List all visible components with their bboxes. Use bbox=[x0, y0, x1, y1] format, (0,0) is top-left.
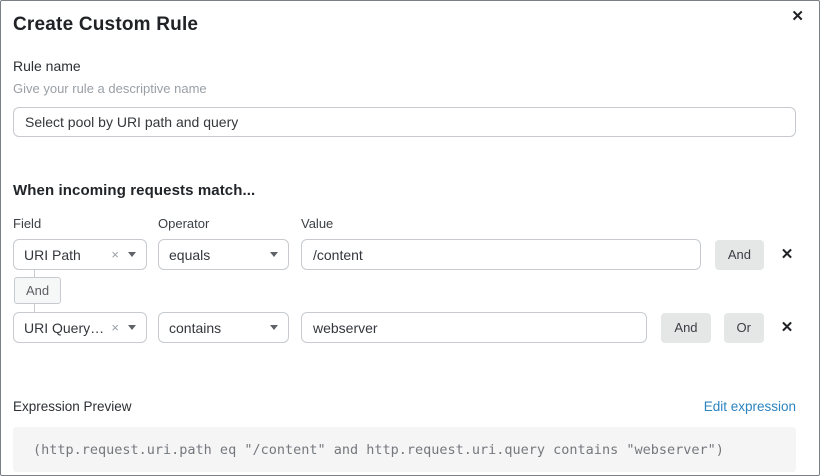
value-input-2[interactable] bbox=[301, 312, 648, 343]
field-select-1[interactable]: URI Path × bbox=[13, 239, 147, 270]
add-and-condition-button-2[interactable]: And bbox=[661, 312, 711, 343]
clear-field-icon[interactable]: × bbox=[111, 247, 119, 262]
chevron-down-icon bbox=[270, 252, 278, 257]
value-input-1[interactable] bbox=[301, 239, 701, 270]
match-heading: When incoming requests match... bbox=[13, 182, 256, 199]
edit-expression-link[interactable]: Edit expression bbox=[703, 399, 796, 414]
clear-field-icon[interactable]: × bbox=[111, 320, 119, 335]
expression-preview-header: Expression Preview Edit expression bbox=[13, 399, 796, 414]
connector-line-top bbox=[34, 270, 35, 277]
connector-line-bottom bbox=[34, 304, 35, 312]
rule-name-section: Rule name Give your rule a descriptive n… bbox=[13, 58, 796, 137]
condition-row-2: URI Query St... × contains And Or ✕ bbox=[13, 312, 796, 343]
operator-select-1-value: equals bbox=[169, 246, 211, 263]
field-select-2-value: URI Query St... bbox=[24, 319, 108, 336]
operator-select-2-value: contains bbox=[169, 319, 222, 336]
operator-select-2[interactable]: contains bbox=[158, 312, 289, 343]
and-connector: And bbox=[13, 270, 73, 312]
and-connector-badge: And bbox=[14, 277, 62, 304]
expression-preview-label: Expression Preview bbox=[13, 399, 132, 414]
column-labels: Field Operator Value bbox=[13, 216, 796, 231]
condition-row-1: URI Path × equals And ✕ bbox=[13, 239, 796, 270]
delete-row-icon-2[interactable]: ✕ bbox=[780, 319, 794, 336]
expression-preview-section: Expression Preview Edit expression (http… bbox=[13, 399, 796, 472]
dialog-title: Create Custom Rule bbox=[13, 14, 199, 35]
rule-name-label: Rule name bbox=[13, 58, 81, 74]
field-select-1-value: URI Path bbox=[24, 246, 81, 263]
chevron-down-icon bbox=[128, 252, 136, 257]
field-column-label: Field bbox=[13, 216, 42, 231]
chevron-down-icon bbox=[270, 325, 278, 330]
expression-code-block: (http.request.uri.path eq "/content" and… bbox=[13, 427, 796, 472]
rule-name-input[interactable] bbox=[13, 107, 796, 137]
close-icon[interactable]: ✕ bbox=[791, 8, 804, 25]
rule-name-helper: Give your rule a descriptive name bbox=[13, 81, 207, 96]
operator-column-label: Operator bbox=[158, 216, 210, 231]
chevron-down-icon bbox=[128, 325, 136, 330]
field-select-2[interactable]: URI Query St... × bbox=[13, 312, 147, 343]
delete-row-icon-1[interactable]: ✕ bbox=[780, 246, 794, 263]
value-column-label: Value bbox=[301, 216, 334, 231]
operator-select-1[interactable]: equals bbox=[158, 239, 289, 270]
add-or-condition-button-2[interactable]: Or bbox=[723, 312, 764, 343]
add-and-condition-button-1[interactable]: And bbox=[714, 239, 764, 270]
